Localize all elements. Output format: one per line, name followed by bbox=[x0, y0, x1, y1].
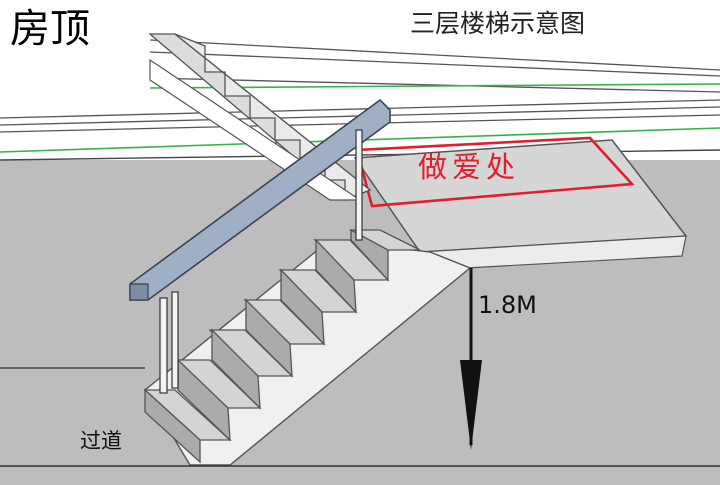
headroom-height-label: 1.8M bbox=[478, 291, 537, 319]
lower-flight-steps bbox=[143, 228, 421, 464]
roof-label: 房顶 bbox=[6, 4, 98, 58]
ceiling-green-line-1 bbox=[149, 83, 720, 89]
passage-label: 过道 bbox=[80, 429, 122, 453]
handrail-end-cap bbox=[129, 283, 149, 301]
highlight-zone-label: 做爱处 bbox=[418, 150, 521, 184]
diagram-title: 三层楼梯示意图 bbox=[410, 9, 586, 38]
handrail-posts bbox=[159, 129, 363, 394]
height-arrow-head bbox=[460, 360, 482, 450]
